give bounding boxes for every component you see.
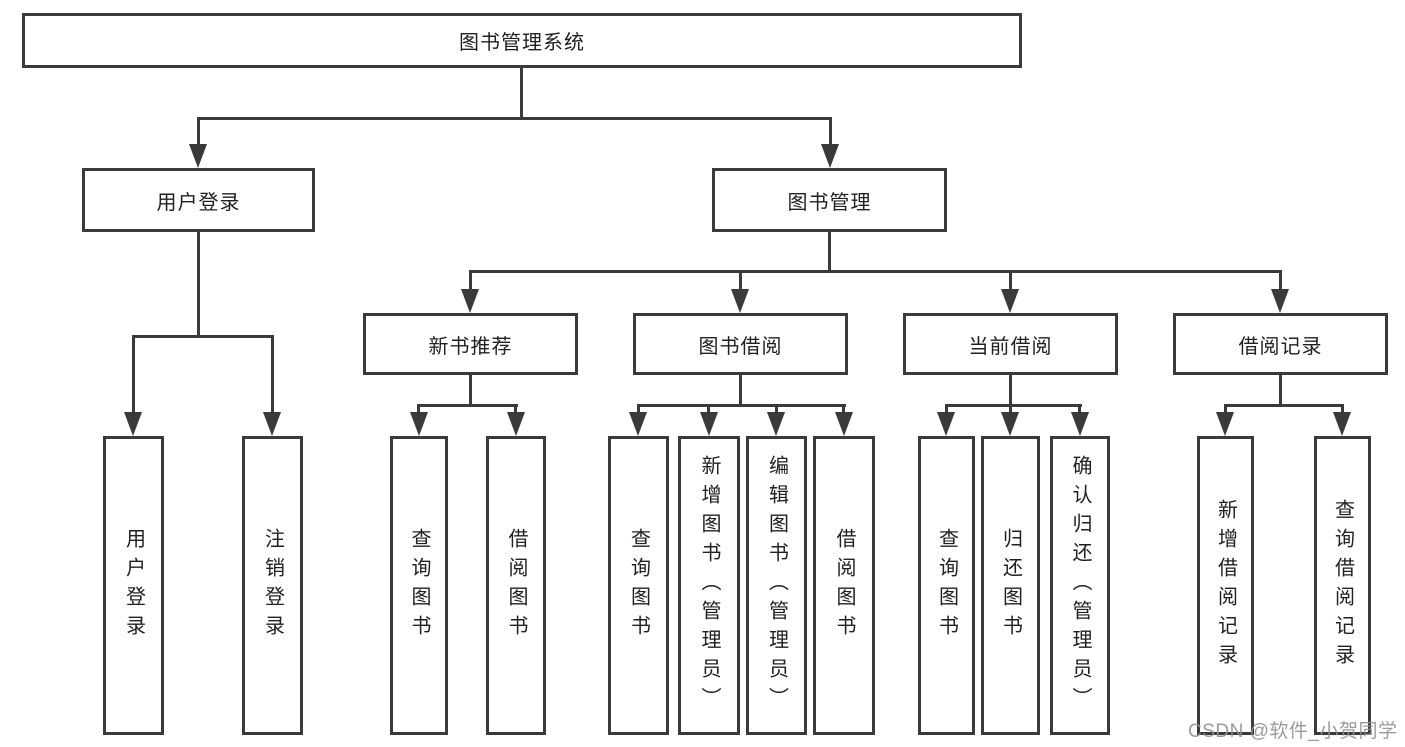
arrow-down-icon <box>937 412 955 436</box>
node-label: 确认归还（管理员） <box>1069 455 1091 716</box>
node-label: 新书推荐 <box>428 335 513 358</box>
connector-line <box>829 117 832 145</box>
connector-line <box>1224 404 1227 413</box>
arrow-down-icon <box>189 144 207 168</box>
connector-line <box>637 404 846 407</box>
arrow-down-icon <box>1001 289 1019 313</box>
node-user-login: 用户登录 <box>82 168 315 232</box>
arrow-down-icon <box>731 289 749 313</box>
arrow-down-icon <box>1071 412 1089 436</box>
node-label: 新增图书（管理员） <box>698 455 720 716</box>
leaf-current-return-books: 归还图书 <box>981 436 1040 735</box>
node-label: 借阅图书 <box>833 527 855 644</box>
leaf-records-query-borrow-record: 查询借阅记录 <box>1314 436 1371 735</box>
arrow-down-icon <box>124 412 142 436</box>
connector-line <box>1341 404 1344 413</box>
connector-line <box>775 404 778 413</box>
leaf-borrow-query-books: 查询图书 <box>608 436 669 735</box>
connector-line <box>1009 404 1012 413</box>
node-label: 图书管理 <box>787 191 872 214</box>
connector-line <box>828 232 831 273</box>
arrow-down-icon <box>410 412 428 436</box>
node-root-system: 图书管理系统 <box>22 13 1022 68</box>
node-label: 用户登录 <box>156 191 241 214</box>
leaf-newbook-query-books: 查询图书 <box>390 436 448 735</box>
connector-line <box>1224 404 1344 407</box>
node-label: 借阅记录 <box>1238 335 1323 358</box>
leaf-logout: 注销登录 <box>242 436 303 735</box>
leaf-current-confirm-return-admin: 确认归还（管理员） <box>1050 436 1110 735</box>
arrow-down-icon <box>629 412 647 436</box>
arrow-down-icon <box>821 144 839 168</box>
connector-line <box>1279 375 1282 406</box>
connector-line <box>271 335 274 413</box>
node-label: 图书管理系统 <box>459 32 585 54</box>
connector-line <box>520 68 523 118</box>
connector-line <box>197 117 200 145</box>
connector-line <box>1009 270 1012 290</box>
node-label: 当前借阅 <box>968 335 1053 358</box>
node-label: 编辑图书（管理员） <box>765 455 788 716</box>
connector-line <box>707 404 710 413</box>
leaf-borrow-add-books-admin: 新增图书（管理员） <box>678 436 740 735</box>
arrow-down-icon <box>507 412 525 436</box>
arrow-down-icon <box>1001 412 1019 436</box>
connector-line <box>132 335 274 338</box>
connector-line <box>132 335 135 413</box>
leaf-user-login: 用户登录 <box>103 436 164 735</box>
connector-line <box>197 117 832 120</box>
connector-line <box>197 232 200 337</box>
node-borrow-records: 借阅记录 <box>1173 313 1388 375</box>
arrow-down-icon <box>1333 412 1351 436</box>
node-label: 查询借阅记录 <box>1331 498 1354 673</box>
node-label: 用户登录 <box>122 527 145 644</box>
connector-line <box>514 404 517 413</box>
node-label: 查询图书 <box>627 527 650 644</box>
node-book-management: 图书管理 <box>712 168 947 232</box>
connector-line <box>417 404 420 413</box>
node-label: 归还图书 <box>999 527 1022 644</box>
node-label: 查询图书 <box>408 527 430 644</box>
connector-line <box>739 270 742 290</box>
connector-line <box>1078 404 1081 413</box>
arrow-down-icon <box>461 289 479 313</box>
node-label: 借阅图书 <box>505 527 527 644</box>
arrow-down-icon <box>835 412 853 436</box>
node-label: 查询图书 <box>935 527 958 644</box>
connector-line <box>945 404 948 413</box>
connector-line <box>739 375 742 406</box>
arrow-down-icon <box>1216 412 1234 436</box>
arrow-down-icon <box>700 412 718 436</box>
watermark: CSDN @软件_小贺同学 <box>1188 721 1398 742</box>
connector-line <box>417 404 518 407</box>
node-book-borrow: 图书借阅 <box>633 313 848 375</box>
leaf-newbook-borrow-books: 借阅图书 <box>486 436 546 735</box>
connector-line <box>637 404 640 413</box>
connector-line <box>469 270 472 290</box>
connector-line <box>842 404 845 413</box>
leaf-borrow-borrow-books: 借阅图书 <box>813 436 875 735</box>
arrow-down-icon <box>767 412 785 436</box>
leaf-records-add-borrow-record: 新增借阅记录 <box>1197 436 1254 735</box>
arrow-down-icon <box>263 412 281 436</box>
connector-line <box>469 375 472 406</box>
node-label: 注销登录 <box>261 527 284 644</box>
leaf-borrow-edit-books-admin: 编辑图书（管理员） <box>746 436 807 735</box>
leaf-current-query-books: 查询图书 <box>918 436 975 735</box>
arrow-down-icon <box>1271 289 1289 313</box>
connector-line <box>1009 375 1012 406</box>
node-label: 新增借阅记录 <box>1214 498 1237 673</box>
node-new-book-recommend: 新书推荐 <box>363 313 578 375</box>
connector-line <box>469 270 1282 273</box>
connector-line <box>945 404 1082 407</box>
node-label: 图书借阅 <box>698 335 783 358</box>
node-current-borrow: 当前借阅 <box>903 313 1118 375</box>
connector-line <box>1279 270 1282 290</box>
